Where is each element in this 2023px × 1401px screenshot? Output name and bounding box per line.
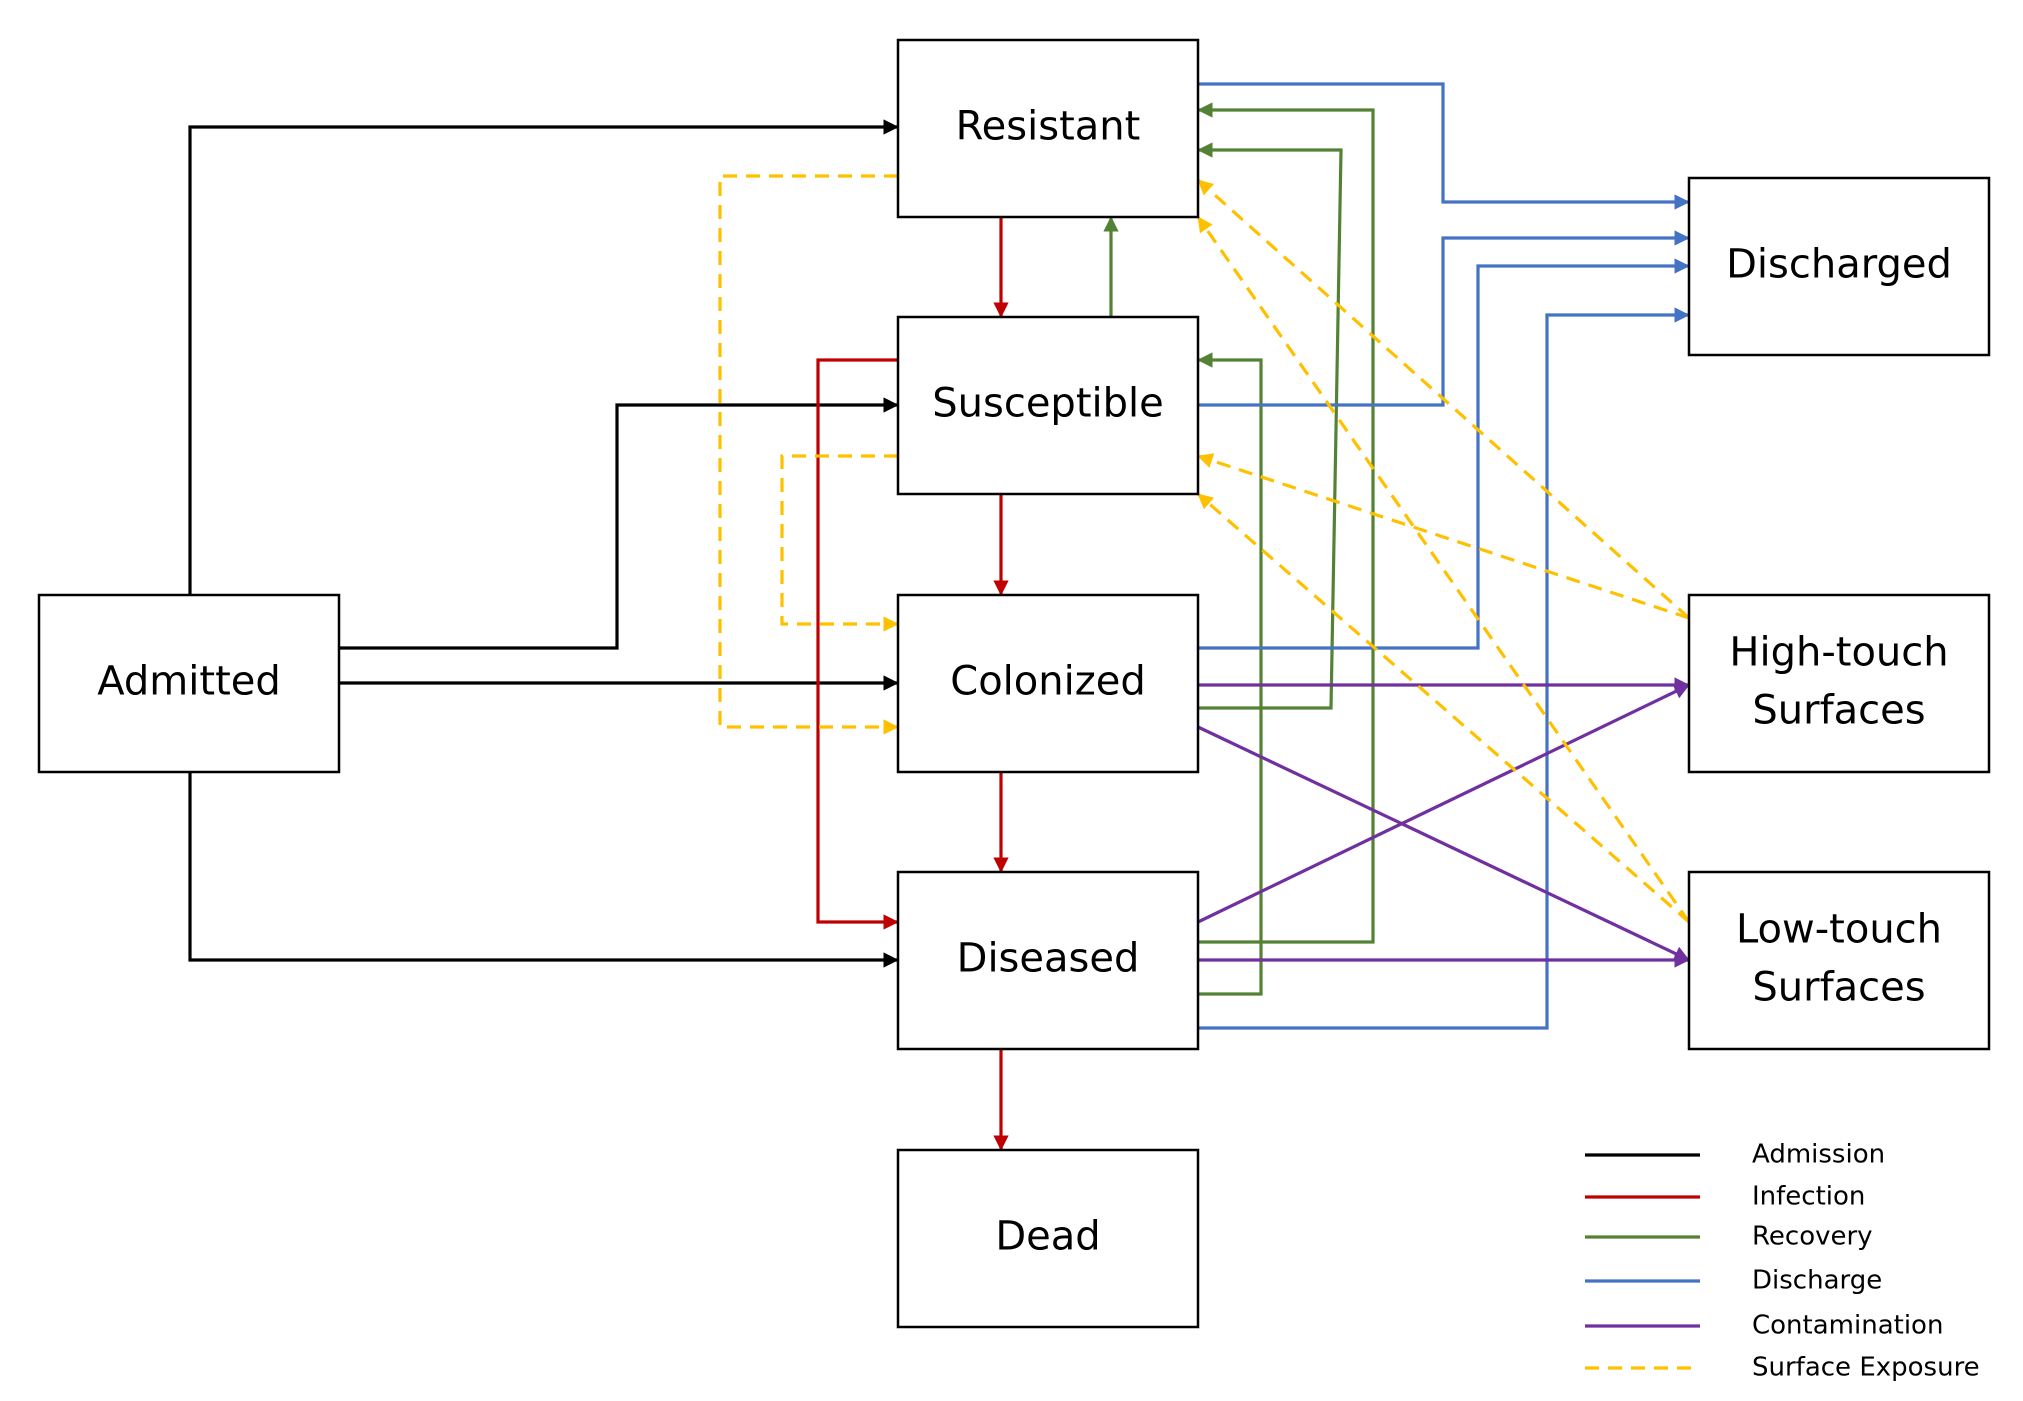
node-label: Colonized	[950, 659, 1145, 705]
surface-exposure-edge-susceptible-to-colonized	[780, 454, 899, 632]
node-label: Susceptible	[932, 381, 1163, 427]
contamination-edge-diseased-to-high-touch	[1197, 683, 1690, 924]
legend-item-recovery: Recovery	[1585, 1222, 1873, 1252]
legend-label: Contamination	[1752, 1311, 1943, 1341]
edges-layer	[188, 82, 1691, 1151]
node-box	[37, 593, 341, 774]
recovery-edge-colonized-to-resistant	[1197, 142, 1343, 710]
node-discharged: Discharged	[1687, 176, 1991, 357]
node-label: Diseased	[957, 936, 1140, 982]
contamination-edge-colonized-to-low-touch	[1197, 725, 1690, 962]
surface-exposure-edge-resistant-to-colonized	[718, 174, 899, 735]
node-box	[1687, 870, 1991, 1051]
node-label: Dead	[995, 1214, 1100, 1260]
node-box	[896, 38, 1200, 219]
node-susceptible: Susceptible	[896, 315, 1200, 496]
recovery-edge-diseased-to-susceptible	[1197, 352, 1263, 996]
legend-item-contamination: Contamination	[1585, 1311, 1943, 1341]
node-label: Surfaces	[1752, 965, 1925, 1011]
surface-exposure-edge-low-touch-to-susceptible	[1196, 492, 1691, 924]
discharge-edge-susceptible-to-discharged	[1198, 230, 1690, 407]
surface-exposure-edge-low-touch-to-resistant	[1196, 216, 1691, 923]
legend-label: Discharge	[1752, 1266, 1882, 1296]
legend: AdmissionInfectionRecoveryDischargeConta…	[1585, 1140, 1980, 1383]
legend-label: Infection	[1752, 1182, 1865, 1212]
discharge-edge-resistant-to-discharged	[1198, 82, 1690, 210]
node-box	[896, 870, 1200, 1051]
legend-item-infection: Infection	[1585, 1182, 1865, 1212]
node-box	[896, 315, 1200, 496]
admission-edge-admitted-to-susceptible	[339, 397, 899, 650]
node-box	[1687, 593, 1991, 774]
infection-edge-susceptible-to-diseased	[816, 358, 899, 930]
node-label: Surfaces	[1752, 688, 1925, 734]
legend-item-discharge: Discharge	[1585, 1266, 1882, 1296]
node-label: High-touch	[1729, 630, 1948, 676]
node-box	[896, 593, 1200, 774]
admission-edge-admitted-to-diseased	[188, 772, 899, 968]
legend-item-surface-exposure: Surface Exposure	[1585, 1353, 1980, 1383]
node-label: Resistant	[956, 104, 1141, 150]
nodes-layer: ResistantSusceptibleColonizedDiseasedDea…	[37, 38, 1991, 1329]
node-label: Admitted	[97, 659, 281, 705]
legend-label: Admission	[1752, 1140, 1885, 1170]
node-diseased: Diseased	[896, 870, 1200, 1051]
node-label: Low-touch	[1736, 907, 1942, 953]
node-admitted: Admitted	[37, 593, 341, 774]
discharge-edge-colonized-to-discharged	[1198, 258, 1690, 650]
node-box	[1687, 176, 1991, 357]
node-colonized: Colonized	[896, 593, 1200, 774]
recovery-edge-diseased-to-resistant	[1197, 102, 1375, 944]
surface-exposure-edge-high-touch-to-susceptible	[1197, 453, 1690, 620]
admission-edge-admitted-to-resistant	[188, 119, 899, 595]
node-label: Discharged	[1726, 242, 1952, 288]
legend-item-admission: Admission	[1585, 1140, 1885, 1170]
surface-exposure-edge-high-touch-to-resistant	[1196, 178, 1691, 620]
node-box	[896, 1148, 1200, 1329]
legend-label: Recovery	[1752, 1222, 1873, 1252]
discharge-edge-diseased-to-discharged	[1198, 307, 1690, 1030]
node-dead: Dead	[896, 1148, 1200, 1329]
node-resistant: Resistant	[896, 38, 1200, 219]
legend-label: Surface Exposure	[1752, 1353, 1980, 1383]
